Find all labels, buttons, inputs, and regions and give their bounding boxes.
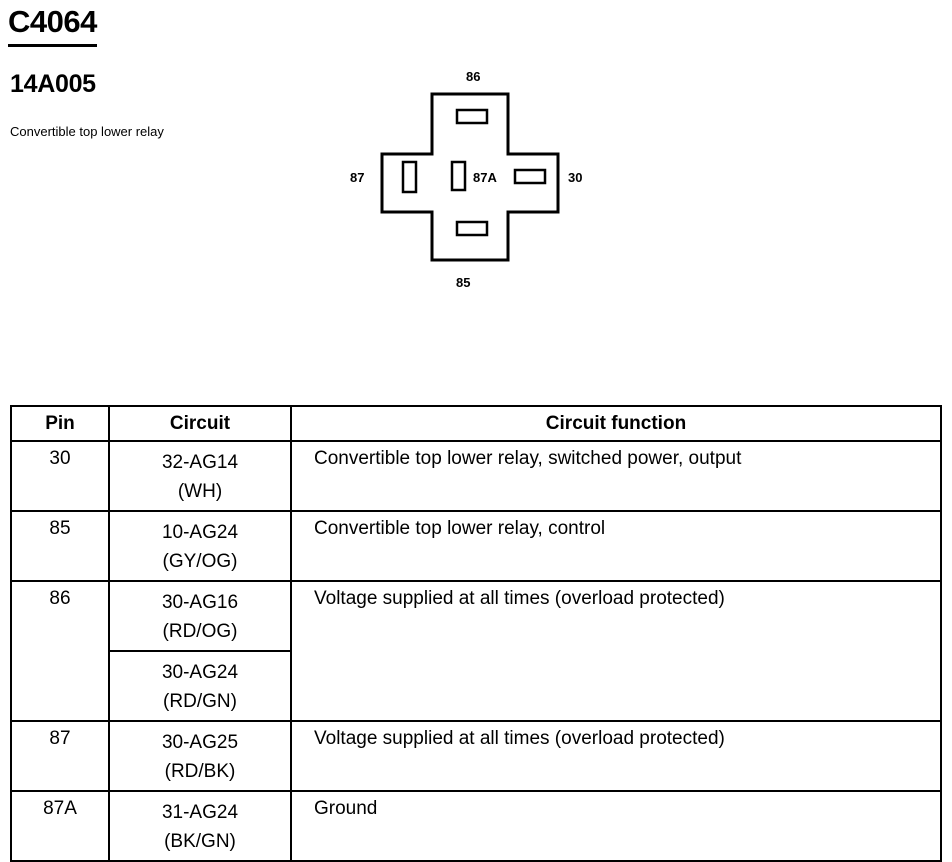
circuit-code: 30-AG16 [161,592,239,613]
wire-color: (WH) [177,481,223,502]
circuit-cell: 31-AG24 (BK/GN) [108,790,292,862]
column-header-pin: Pin [10,405,110,442]
function-cell: Ground [290,790,942,862]
table-header-row: Pin Circuit Circuit function [10,405,942,442]
function-cell: Convertible top lower relay, control [290,510,942,582]
pin-cell: 30 [10,440,110,512]
pin-label-30: 30 [568,170,582,185]
relay-connector-diagram: 86 85 87 30 87A [350,69,582,290]
pin-cell: 86 [10,580,110,722]
terminal-87 [401,160,418,194]
table-row: 30 32-AG14 (WH) Convertible top lower rel… [10,440,942,512]
terminal-85 [455,220,489,237]
pin-label-85: 85 [456,275,470,290]
wire-color: (RD/GN) [163,691,237,712]
terminal-87a [450,160,467,192]
column-header-function: Circuit function [290,405,942,442]
table-row: 30-AG24 (RD/GN) [11,650,941,722]
relay-housing-outline [380,92,560,262]
table-row: 87 30-AG25 (RD/BK) Voltage supplied at al… [10,720,942,792]
circuit-code: 31-AG24 [161,802,239,823]
part-description: Convertible top lower relay [10,124,164,139]
part-number: 14A005 [10,70,96,98]
function-cell: Voltage supplied at all times (overload … [290,720,942,792]
table-row: 87A 31-AG24 (BK/GN) Ground [10,790,942,862]
wire-color: (BK/GN) [164,831,236,852]
circuit-code: 10-AG24 [161,522,239,543]
terminal-86 [455,108,489,125]
pin-label-87: 87 [350,170,364,185]
wire-color: (GY/OG) [162,551,238,572]
pin-label-87a: 87A [473,170,497,185]
circuit-cell: 30-AG25 (RD/BK) [108,720,292,792]
pin-cell: 87 [10,720,110,792]
table-row: 85 10-AG24 (GY/OG) Convertible top lower … [10,510,942,582]
pin-cell: 85 [10,510,110,582]
function-cell: Convertible top lower relay, switched po… [290,440,942,512]
connector-id: C4064 [8,2,97,47]
pin-table: Pin Circuit Circuit function 30 32-AG14 (… [10,405,942,862]
wire-color: (RD/OG) [162,621,238,642]
pin-cell: 87A [10,790,110,862]
circuit-cell: 10-AG24 (GY/OG) [108,510,292,582]
circuit-cell: 30-AG24 (RD/GN) [108,650,292,722]
circuit-cell: 32-AG14 (WH) [108,440,292,512]
function-cell: Voltage supplied at all times (overload … [290,580,942,722]
wire-color: (RD/BK) [164,761,236,782]
circuit-code: 32-AG14 [161,452,239,473]
circuit-code: 30-AG25 [161,732,239,753]
pin-label-86: 86 [466,69,480,84]
terminal-30 [513,168,547,185]
circuit-cell: 30-AG16 (RD/OG) [108,580,292,652]
column-header-circuit: Circuit [108,405,292,442]
table-row: 86 30-AG16 (RD/OG) Voltage supplied at al… [10,580,942,722]
circuit-code: 30-AG24 [161,662,239,683]
